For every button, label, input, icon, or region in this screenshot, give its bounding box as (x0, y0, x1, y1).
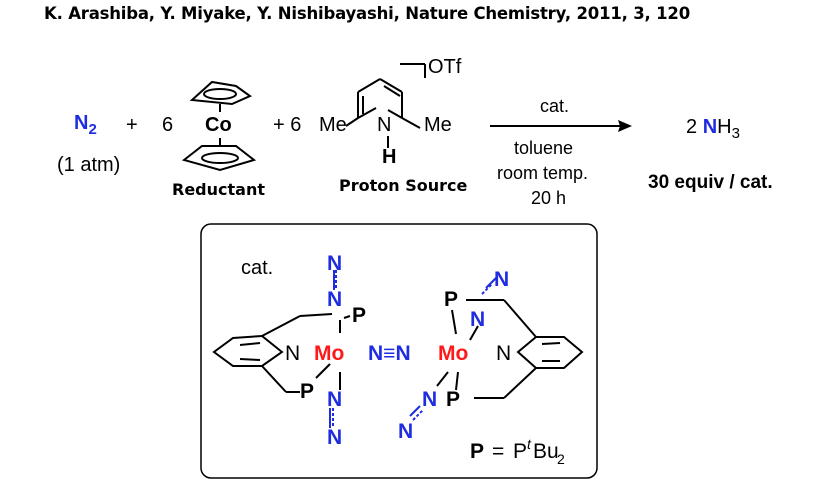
pyridine-n-left: N (285, 342, 300, 365)
apical-n-bottom-left: N (327, 388, 342, 411)
reactant-n2: N2 (74, 112, 97, 138)
reactant-n2-subscript: 2 (88, 121, 97, 138)
apical-n-bottom-top-left: N (327, 288, 342, 311)
phosphine-bottom-right: P (446, 388, 460, 411)
cobalt-symbol: Co (205, 114, 232, 136)
plus-sign-1: + (126, 114, 138, 136)
legend-equals: = (492, 440, 504, 463)
catalyst-label: cat. (241, 257, 273, 279)
salt-bracket (400, 63, 426, 78)
condition-temperature: room temp. (497, 163, 589, 183)
pyridinium-coefficient: + 6 (273, 114, 302, 136)
n2-pressure: (1 atm) (57, 154, 121, 176)
phosphine-bottom-left: P (300, 380, 314, 403)
cobaltocene-coefficient: 6 (162, 114, 174, 136)
product-nitrogen: N (702, 116, 718, 138)
phosphine-top-left: P (352, 304, 366, 327)
bridging-n-left: N≡N (368, 342, 411, 365)
reactant-n2-symbol: N (74, 112, 89, 134)
triflate-counterion: OTf (428, 56, 462, 78)
legend-subscript: 2 (557, 451, 565, 467)
phosphine-legend: P = P t Bu 2 (470, 436, 565, 467)
apical-n-bottom-right: N (422, 388, 437, 411)
proton-source-label: Proton Source (339, 176, 468, 195)
apical-n-terminal-bottom-left: N (327, 426, 342, 449)
product-hydrogen: H (717, 116, 732, 138)
legend-tert-superscript: t (527, 436, 532, 452)
bridging-n-right-symbol: N (395, 342, 410, 365)
legend-phosphorus: P (513, 440, 527, 463)
dinitrogen-bonds (329, 270, 497, 428)
molybdenum-right: Mo (438, 342, 468, 365)
product-ammonia: 2 NH3 (686, 116, 740, 142)
bridging-triple-bond: ≡ (383, 342, 395, 365)
apical-n-terminal-top-right: N (494, 268, 509, 291)
product-coefficient: 2 (686, 116, 698, 138)
product-subscript: 3 (731, 125, 740, 142)
arrow-catalyst-label: cat. (540, 96, 570, 116)
reductant-label: Reductant (172, 180, 265, 199)
apical-n-top-left: N (327, 252, 342, 275)
methyl-left: Me (319, 114, 347, 136)
legend-p: P (470, 440, 484, 463)
bridging-n-left-symbol: N (368, 342, 383, 365)
yield-text: 30 equiv / cat. (648, 172, 773, 193)
legend-butyl: Bu (533, 440, 559, 463)
apical-n-top-right: N (470, 308, 485, 331)
methyl-right: Me (424, 114, 452, 136)
reaction-arrow (490, 120, 632, 132)
apical-n-terminal-bottom-right: N (398, 420, 413, 443)
pyridinium-nitrogen: N (377, 114, 392, 136)
citation: K. Arashiba, Y. Miyake, Y. Nishibayashi,… (44, 4, 690, 23)
molybdenum-left: Mo (314, 342, 344, 365)
cobaltocene-bottom-ring (181, 138, 257, 172)
lutidinium-ring (345, 78, 421, 148)
condition-solvent: toluene (514, 138, 574, 158)
cobaltocene-top-ring (189, 80, 253, 112)
condition-time: 20 h (531, 188, 567, 208)
phosphine-top-right: P (444, 288, 458, 311)
pyridine-n-right: N (496, 342, 511, 365)
pyridinium-hydrogen: H (382, 146, 397, 168)
catalyst-skeleton (212, 299, 584, 399)
catalyst-atoms: cat. N N P N Mo N≡N Mo N P N N P N N N P… (241, 252, 511, 449)
catalyst-box (200, 223, 598, 479)
